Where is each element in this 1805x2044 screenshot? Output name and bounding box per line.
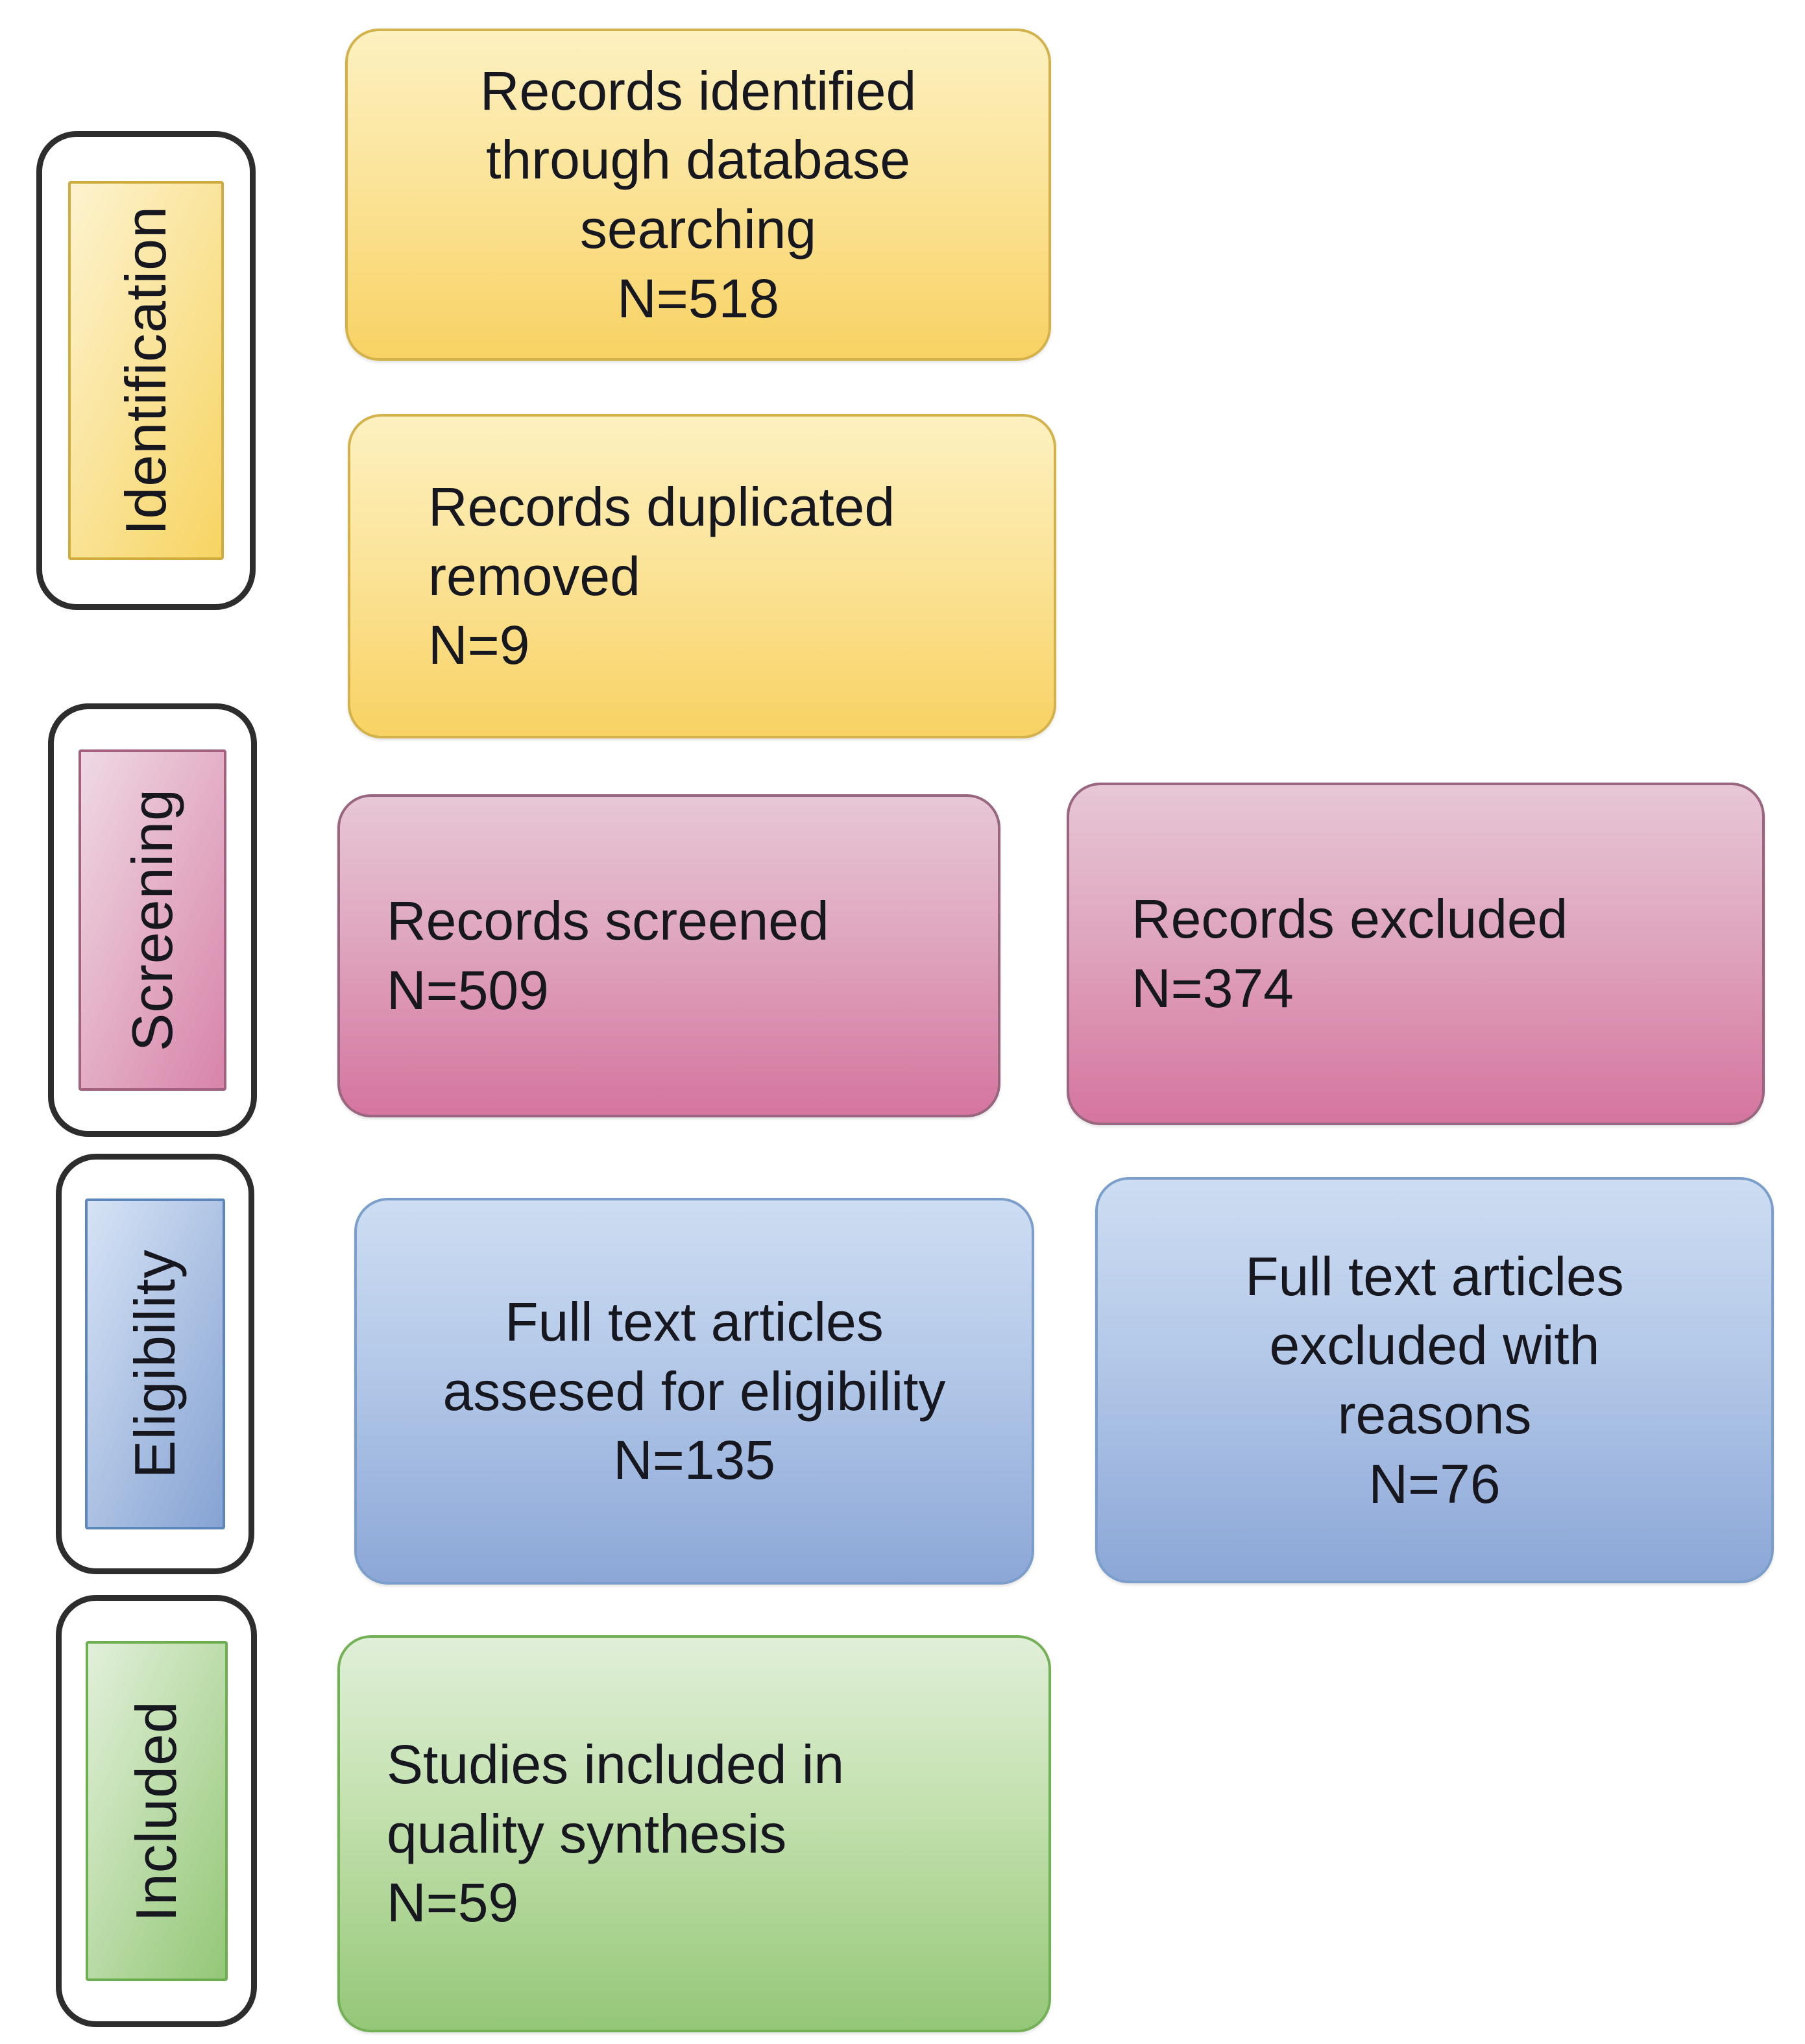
flow-box-fulltext-assessed: Full text articles assesed for eligibili… <box>354 1198 1034 1585</box>
stage-label-identification: Identification <box>36 131 256 610</box>
stage-label-eligibility: Eligibility <box>56 1154 254 1574</box>
stage-label-screening: Screening <box>48 703 257 1137</box>
stage-label-eligibility-text: Eligibility <box>123 1249 187 1479</box>
flow-box-fulltext-excluded: Full text articles excluded with reasons… <box>1095 1177 1774 1583</box>
stage-label-identification-panel: Identification <box>68 181 224 560</box>
stage-label-screening-panel: Screening <box>79 749 226 1091</box>
stage-label-included-panel: Included <box>85 1640 228 1982</box>
flow-box-records-excluded: Records excluded N=374 <box>1067 783 1765 1125</box>
stage-label-included-text: Included <box>124 1700 188 1922</box>
stage-label-included: Included <box>56 1595 257 2027</box>
flow-box-records-duplicated-removed: Records duplicated removed N=9 <box>348 414 1056 738</box>
flow-box-records-screened: Records screened N=509 <box>337 794 1000 1117</box>
flow-box-studies-included: Studies included in quality synthesis N=… <box>337 1635 1051 2032</box>
flow-box-records-identified: Records identified through database sear… <box>345 29 1051 361</box>
stage-label-screening-text: Screening <box>120 788 184 1052</box>
stage-label-identification-text: Identification <box>114 205 178 536</box>
stage-label-eligibility-panel: Eligibility <box>85 1198 225 1530</box>
